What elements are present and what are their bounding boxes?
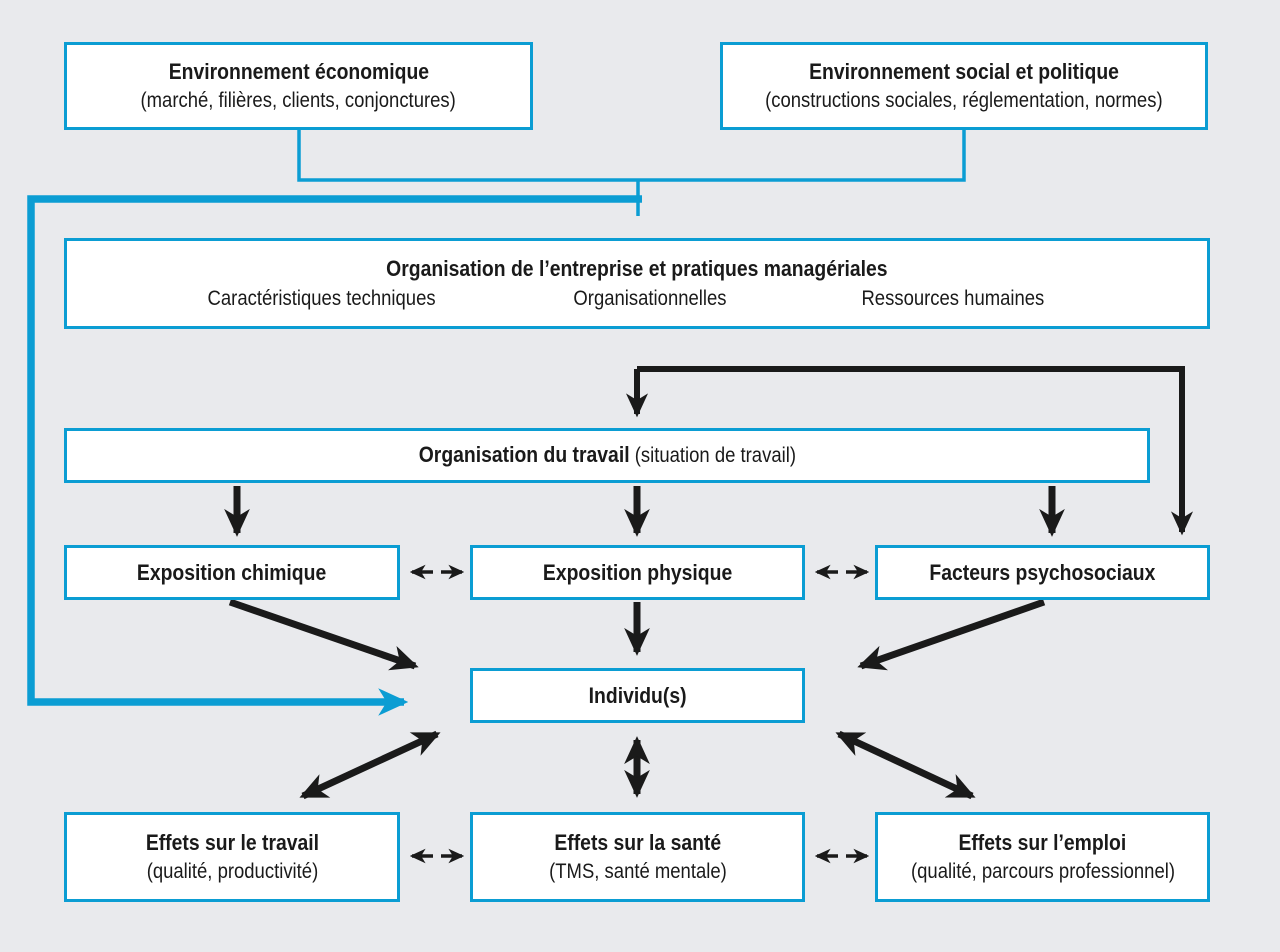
arrow-elbow-to-facteurs-psychosociaux [637,366,1194,536]
box-individus: Individu(s) [470,668,805,723]
env-social-title: Environnement social et politique [809,59,1119,85]
env-economique-subtitle: (marché, filières, clients, conjonctures… [140,88,457,112]
organisation-entreprise-col-ressources-humaines: Ressources humaines [861,287,1045,311]
individus-title: Individu(s) [588,682,687,708]
exposition-chimique-title: Exposition chimique [137,559,327,585]
box-effets-travail: Effets sur le travail (qualité, producti… [64,812,400,902]
organisation-entreprise-col-techniques: Caractéristiques techniques [207,287,436,311]
effets-sante-title: Effets sur la santé [554,830,721,856]
arrow-psychosociaux-to-individu [857,598,1046,671]
effets-travail-title: Effets sur le travail [145,830,319,856]
effets-travail-subtitle: (qualité, productivité) [146,859,318,883]
box-organisation-entreprise: Organisation de l’entreprise et pratique… [64,238,1210,329]
organisation-travail-title: Organisation du travail [418,442,630,468]
env-economique-title: Environnement économique [168,59,429,85]
exposition-physique-title: Exposition physique [542,559,733,585]
env-social-subtitle: (constructions sociales, réglementation,… [765,88,1163,112]
organisation-entreprise-col-organisationnelles: Organisationnelles [573,287,727,311]
arrow-individu-effets-emploi [835,730,976,800]
arrow-individu-effets-travail [299,730,441,800]
effets-emploi-subtitle: (qualité, parcours professionnel) [910,859,1175,883]
effets-emploi-title: Effets sur l’emploi [958,830,1127,856]
box-effets-sante: Effets sur la santé (TMS, santé mentale) [470,812,805,902]
box-effets-emploi: Effets sur l’emploi (qualité, parcours p… [875,812,1210,902]
box-exposition-chimique: Exposition chimique [64,545,400,600]
organisation-entreprise-title: Organisation de l’entreprise et pratique… [386,255,888,281]
box-organisation-travail: Organisation du travail (situation de tr… [64,428,1150,483]
effets-sante-subtitle: (TMS, santé mentale) [548,859,727,883]
organisation-travail-suffix: (situation de travail) [629,444,796,468]
facteurs-psychosociaux-title: Facteurs psychosociaux [929,559,1156,585]
connector-environments-merge [297,128,966,182]
box-exposition-physique: Exposition physique [470,545,805,600]
arrow-chimique-to-individu [228,598,419,671]
box-facteurs-psychosociaux: Facteurs psychosociaux [875,545,1210,600]
box-environnement-social: Environnement social et politique (const… [720,42,1208,130]
connector-context-to-individu [27,195,642,716]
box-environnement-economique: Environnement économique (marché, filièr… [64,42,533,130]
organisation-entreprise-columns: Caractéristiques techniques Organisation… [67,283,1207,313]
